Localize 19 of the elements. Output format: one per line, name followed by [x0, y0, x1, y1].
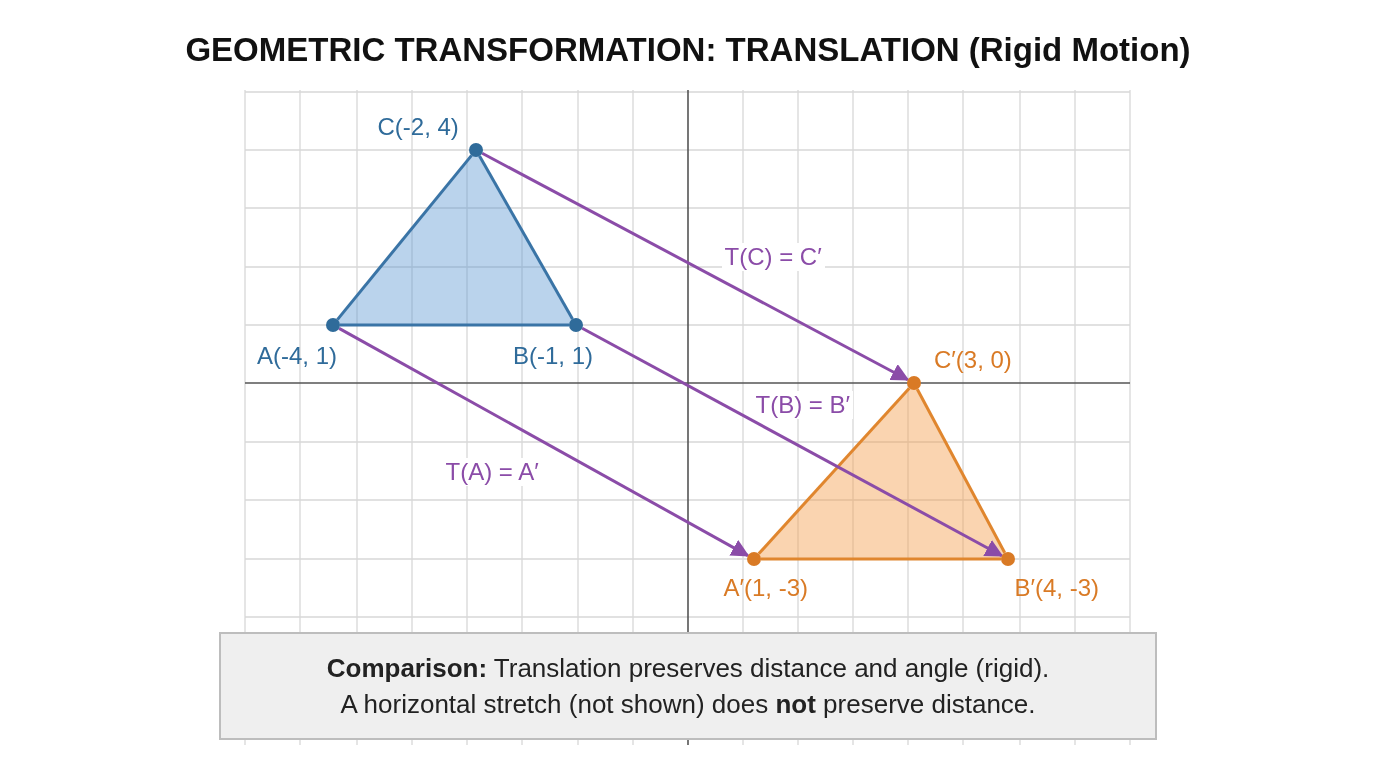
point-label: B′(4, -3) — [1014, 574, 1099, 602]
point-label: C(-2, 4) — [377, 113, 459, 141]
point-label: C′(3, 0) — [934, 346, 1012, 374]
triangle-side — [757, 387, 911, 555]
triangle-side — [336, 154, 473, 321]
triangle-side — [761, 557, 1001, 561]
triangle-side — [340, 323, 569, 327]
arrow — [481, 151, 910, 382]
point-label: A′(1, -3) — [723, 574, 808, 602]
arrow — [338, 327, 750, 557]
triangle-side — [915, 388, 1007, 554]
triangle-side — [478, 155, 574, 320]
point-label: B(-1, 1) — [513, 342, 593, 370]
title: GEOMETRIC TRANSFORMATION: TRANSLATION (Rigid Motion) — [184, 30, 1192, 70]
arrow — [581, 327, 1004, 557]
note-box — [219, 632, 1157, 740]
point-label: A(-4, 1) — [257, 342, 337, 370]
edge-label: T(C) = C′ — [721, 243, 825, 271]
note-text: Comparison: Translation preserves distance and angle (rigid). A horizontal stretch (not shown) does not preserve distance. — [325, 652, 1051, 721]
